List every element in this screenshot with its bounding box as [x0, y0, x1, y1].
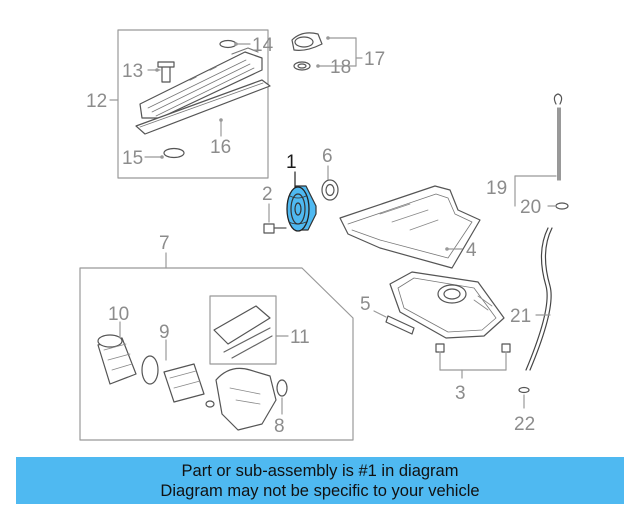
- callout-18: 18: [330, 57, 351, 78]
- callout-14: 14: [252, 35, 274, 56]
- part-1-crankshaft-pulley[interactable]: [286, 171, 317, 232]
- callout-2: 2: [262, 184, 273, 205]
- callout-12: 12: [86, 91, 107, 112]
- info-banner: Part or sub-assembly is #1 in diagram Di…: [16, 457, 624, 504]
- part-3-lower-pan: [389, 271, 511, 379]
- callout-15: 15: [122, 148, 143, 169]
- callout-3: 3: [455, 383, 466, 404]
- callout-13: 13: [122, 61, 143, 82]
- callout-21: 21: [510, 306, 531, 327]
- oil-cap-group: [291, 32, 363, 71]
- part-6-seal: [321, 165, 339, 201]
- callout-10: 10: [108, 304, 129, 325]
- banner-line-2: Diagram may not be specific to your vehi…: [160, 481, 480, 500]
- callout-20: 20: [520, 197, 541, 218]
- callout-6: 6: [322, 146, 333, 167]
- callout-4: 4: [466, 240, 477, 261]
- part-4-upper-pan: [339, 185, 481, 269]
- callout-9: 9: [159, 322, 170, 343]
- callout-19: 19: [486, 178, 507, 199]
- callout-8: 8: [274, 416, 285, 437]
- part-5-baffle: [373, 310, 415, 335]
- oil-filter-group: [79, 252, 354, 441]
- callout-7: 7: [159, 233, 170, 254]
- parts-diagram: 1 2 3 4 5 6 7 8 9 10 11 12 13 14 15 16 1…: [79, 29, 569, 441]
- diagram-canvas: 1 2 3 4 5 6 7 8 9 10 11 12 13 14 15 16 1…: [79, 29, 569, 441]
- part-21-dipstick-tube: [518, 227, 553, 409]
- callout-1: 1: [286, 152, 297, 173]
- part-19-dipstick: [514, 93, 569, 210]
- callout-17: 17: [364, 49, 385, 70]
- valve-cover-group: [109, 29, 271, 179]
- callout-5: 5: [360, 294, 371, 315]
- callout-11: 11: [290, 327, 310, 348]
- part-2-bolt: [263, 203, 287, 234]
- banner-line-1: Part or sub-assembly is #1 in diagram: [181, 461, 459, 480]
- callout-16: 16: [210, 137, 231, 158]
- callout-22: 22: [514, 414, 535, 435]
